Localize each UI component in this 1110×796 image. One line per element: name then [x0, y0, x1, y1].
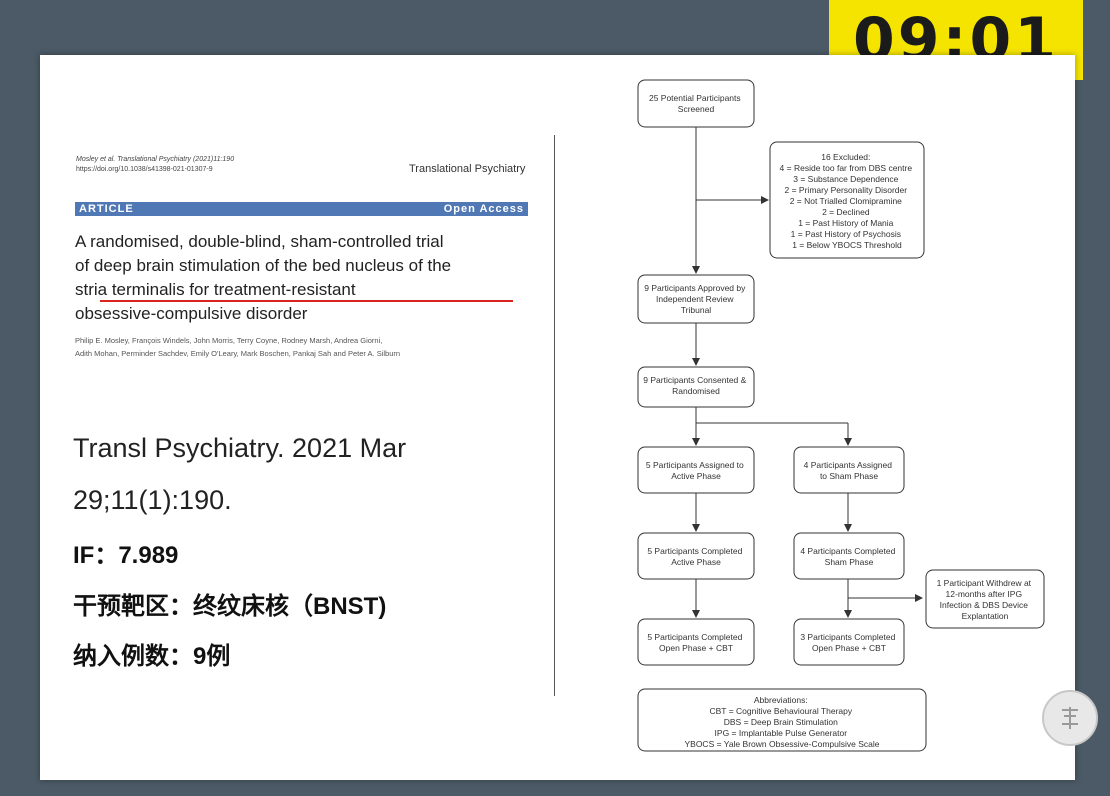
box-withdrew	[925, 569, 1045, 629]
box-excluded	[769, 141, 925, 259]
article-title: A randomised, double-blind, sham-control…	[75, 230, 545, 326]
author-line: Philip E. Mosley, François Windels, John…	[75, 336, 383, 345]
text-open-active: 5 Participants Completed Open Phase + CB…	[647, 632, 744, 653]
text-abbreviations: Abbreviations: CBT = Cognitive Behaviour…	[684, 695, 879, 749]
box-consented	[637, 366, 755, 408]
citation-meta: Mosley et al. Translational Psychiatry (…	[76, 155, 234, 175]
box-completed-active	[637, 532, 755, 580]
author-line: Adith Mohan, Perminder Sachdev, Emily O'…	[75, 349, 401, 358]
text-excluded: 16 Excluded: 4 = Reside too far from DBS…	[780, 152, 915, 250]
text-screened: 25 Potential Participants Screened	[649, 93, 743, 114]
box-assigned-sham	[793, 446, 905, 494]
doi-link[interactable]: https://doi.org/10.1038/s41398-021-01307…	[76, 166, 213, 173]
article-type-bar: ARTICLE Open Access	[75, 202, 528, 216]
citation-line: Mosley et al. Translational Psychiatry (…	[76, 156, 235, 163]
impact-factor: IF：7.989	[73, 542, 179, 569]
text-assigned-active: 5 Participants Assigned to Active Phase	[646, 460, 746, 481]
logo-glyph-icon	[1062, 707, 1078, 729]
watermark-logo-icon	[1042, 690, 1098, 746]
consort-flowchart: 25 Potential Participants Screened 16 Ex…	[637, 79, 1045, 752]
box-screened	[637, 79, 755, 128]
box-open-sham	[793, 618, 905, 666]
intervention-target: 干预靶区：终纹床核（BNST)	[73, 593, 387, 620]
text-completed-sham: 4 Participants Completed Sham Phase	[800, 546, 897, 567]
box-assigned-active	[637, 446, 755, 494]
text-assigned-sham: 4 Participants Assigned to Sham Phase	[804, 460, 895, 481]
author-list: Philip E. Mosley, François Windels, John…	[75, 334, 535, 360]
box-open-active	[637, 618, 755, 666]
slide-divider	[554, 135, 555, 696]
text-open-sham: 3 Participants Completed Open Phase + CB…	[800, 632, 897, 653]
reference-line-1: Transl Psychiatry. 2021 Mar	[73, 433, 407, 463]
title-line: obsessive-compulsive disorder	[75, 304, 308, 323]
box-approved	[637, 274, 755, 324]
reference-line-2: 29;11(1):190.	[73, 485, 232, 515]
text-consented: 9 Participants Consented & Randomised	[643, 375, 748, 396]
text-approved: 9 Participants Approved by Independent R…	[644, 283, 748, 315]
red-underline-annotation	[100, 300, 513, 302]
title-line: stria terminalis for treatment-resistant	[75, 280, 356, 299]
text-withdrew: 1 Participant Withdrew at 12-months afte…	[937, 578, 1034, 621]
journal-name: Translational Psychiatry	[409, 163, 526, 175]
case-count: 纳入例数：9例	[73, 643, 231, 670]
box-completed-sham	[793, 532, 905, 580]
title-line: of deep brain stimulation of the bed nuc…	[75, 256, 452, 275]
text-completed-active: 5 Participants Completed Active Phase	[647, 546, 744, 567]
title-line: A randomised, double-blind, sham-control…	[75, 232, 444, 251]
box-abbreviations	[637, 688, 927, 752]
open-access-label: Open Access	[443, 203, 524, 215]
presentation-slide: Mosley et al. Translational Psychiatry (…	[40, 55, 1075, 780]
article-label: ARTICLE	[79, 203, 134, 215]
